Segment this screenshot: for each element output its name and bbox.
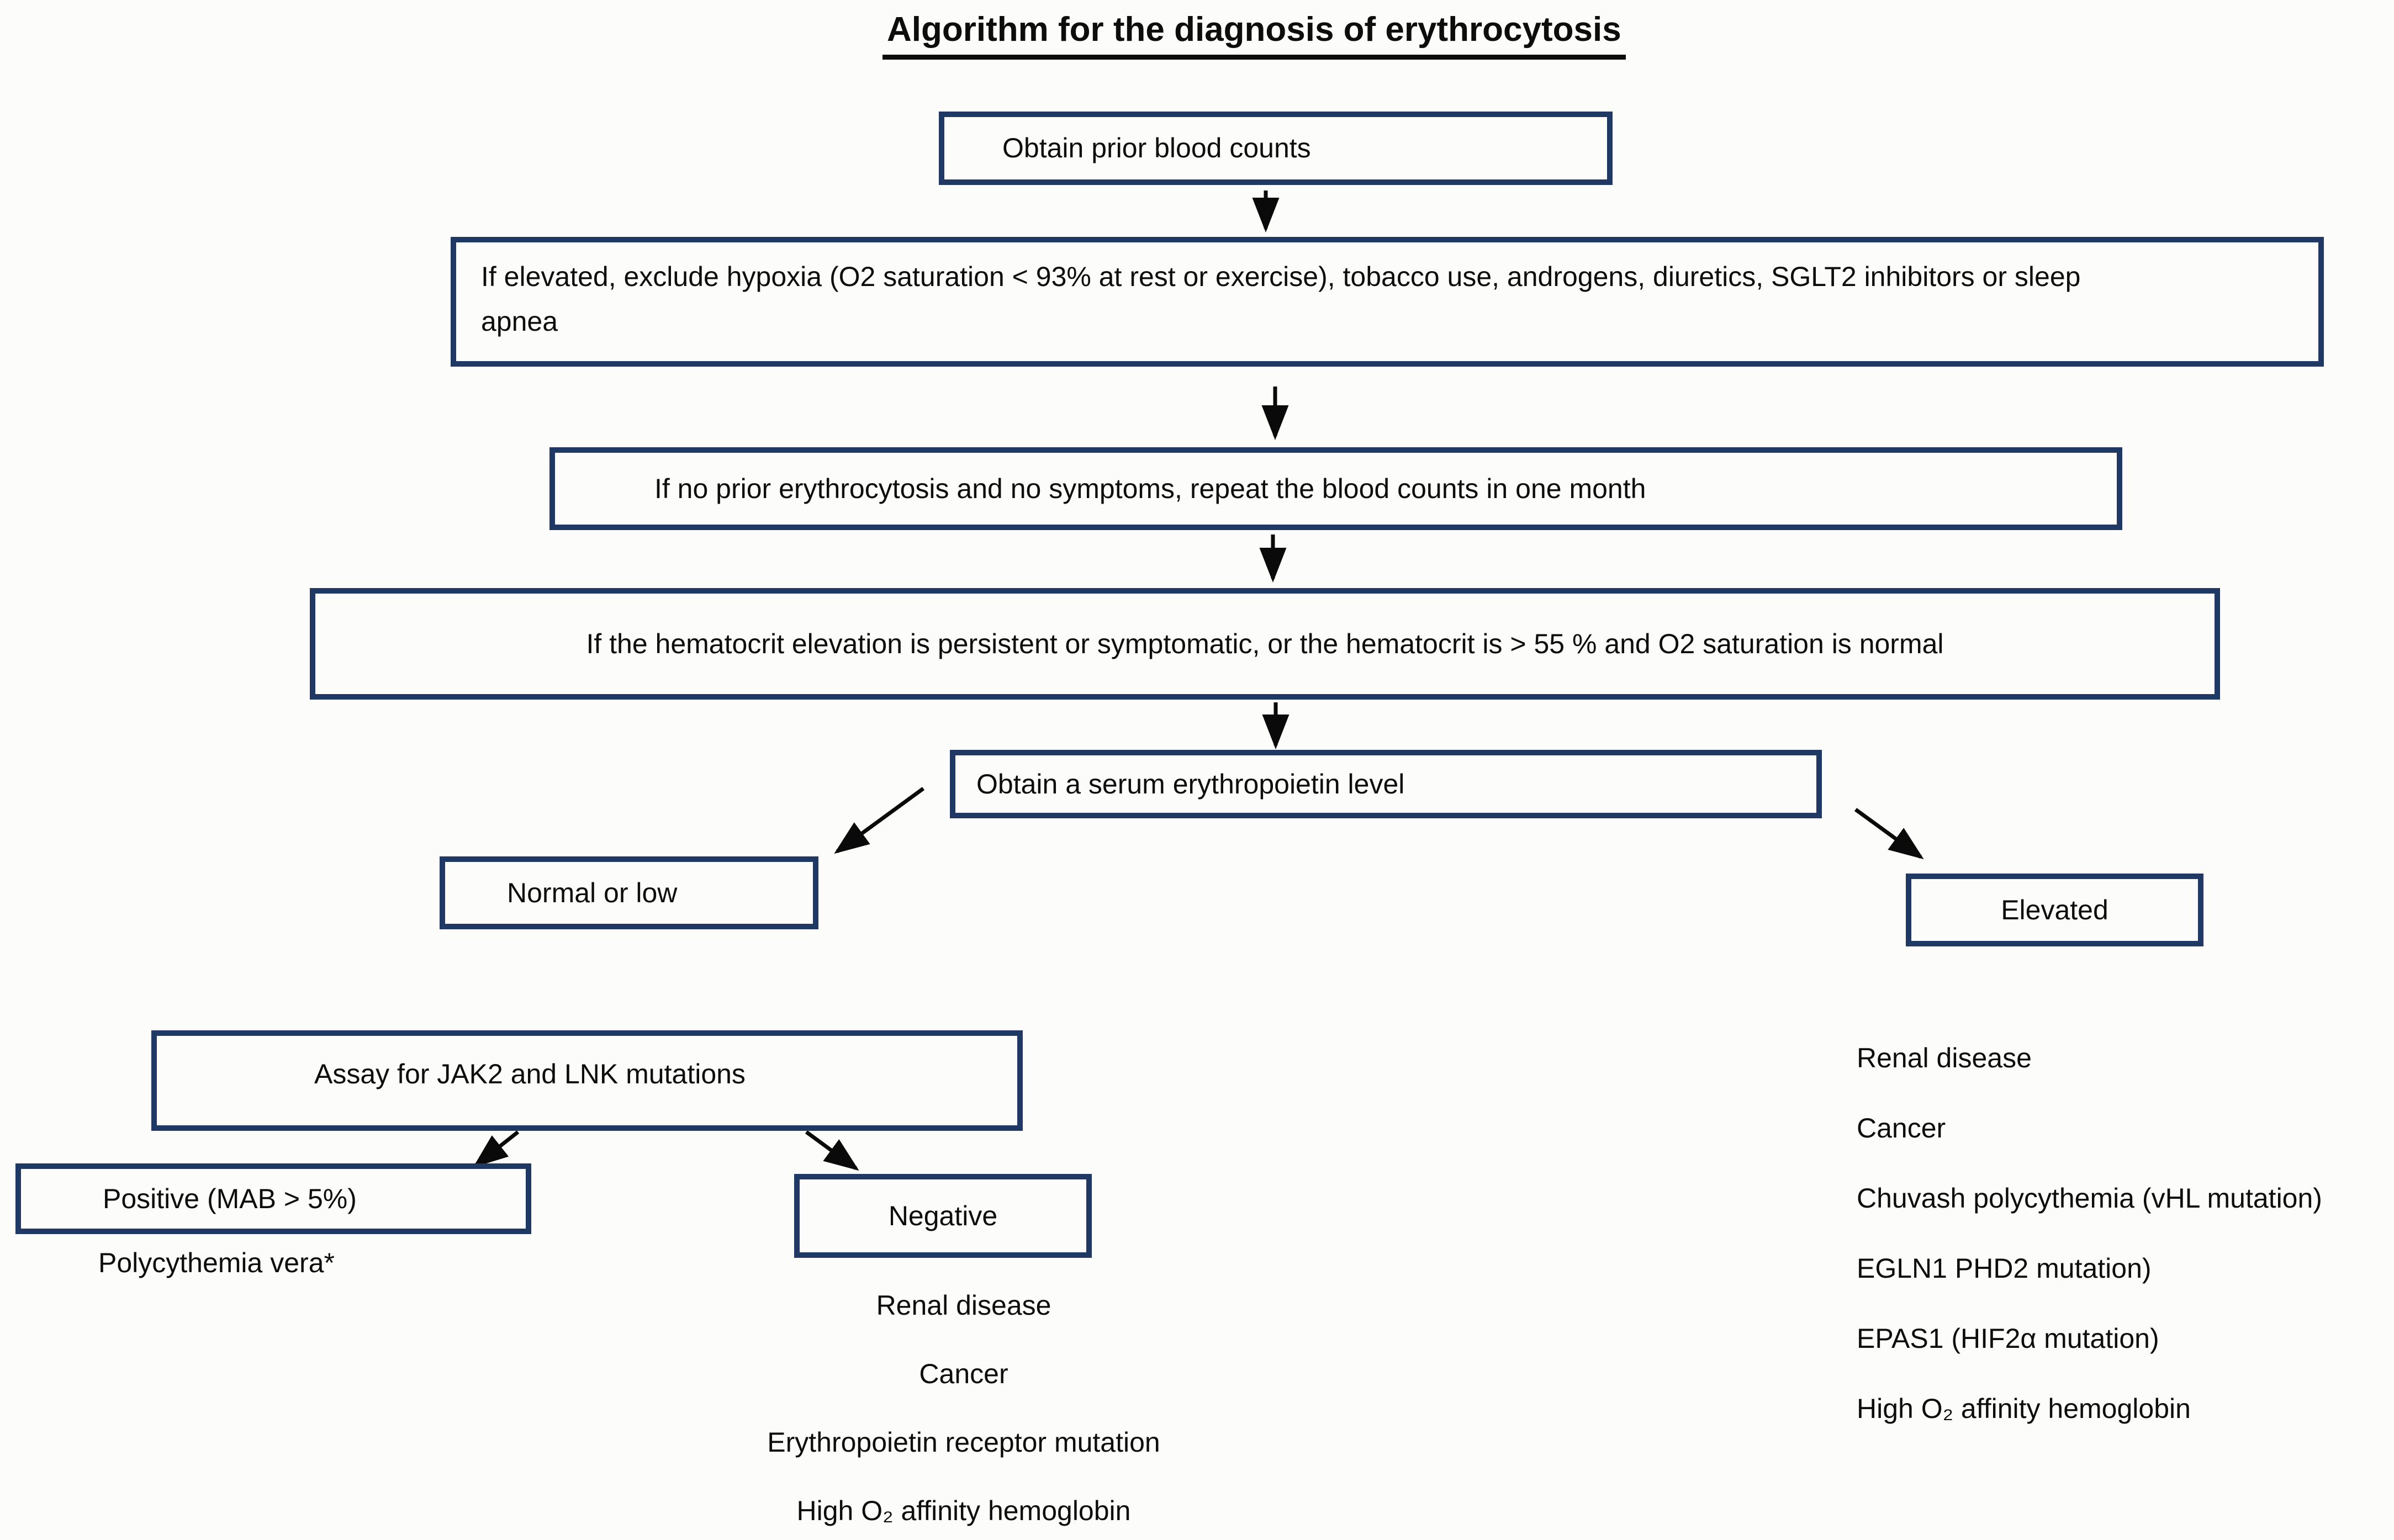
arrow-epo-to-normal-or-low bbox=[834, 787, 925, 854]
flowchart-node-epo-level: Obtain a serum erythropoietin level bbox=[950, 750, 1822, 818]
negative-causes-list: Renal disease Cancer Erythropoietin rece… bbox=[635, 1291, 1292, 1540]
list-item: Cancer bbox=[919, 1358, 1008, 1389]
flowchart-node-normal-or-low: Normal or low bbox=[440, 856, 818, 929]
node-label: Negative bbox=[888, 1200, 998, 1231]
list-item: EPAS1 (HIF2α mutation) bbox=[1857, 1323, 2159, 1354]
flowchart-node-positive: Positive (MAB > 5%) bbox=[15, 1163, 531, 1234]
list-item: High O₂ affinity hemoglobin bbox=[1857, 1393, 2191, 1424]
node-label: If no prior erythrocytosis and no sympto… bbox=[654, 473, 1646, 504]
list-item: Erythropoietin receptor mutation bbox=[767, 1427, 1160, 1458]
node-label: Obtain a serum erythropoietin level bbox=[976, 768, 1405, 800]
list-item: Cancer bbox=[1857, 1113, 1946, 1144]
list-item: Chuvash polycythemia (vHL mutation) bbox=[1857, 1183, 2322, 1214]
positive-diagnosis-label: Polycythemia vera* bbox=[98, 1247, 335, 1278]
arrow-assay-to-negative bbox=[805, 1130, 859, 1171]
flowchart-node-elevated: Elevated bbox=[1906, 874, 2203, 946]
list-item: Renal disease bbox=[876, 1290, 1051, 1321]
flowchart-node-assay-jak2-lnk: Assay for JAK2 and LNK mutations bbox=[151, 1030, 1023, 1131]
node-label: Assay for JAK2 and LNK mutations bbox=[314, 1059, 746, 1089]
flowchart-node-persistent-elevation: If the hematocrit elevation is persisten… bbox=[310, 588, 2220, 700]
node-label: Positive (MAB > 5%) bbox=[103, 1183, 357, 1214]
flowchart-node-negative: Negative bbox=[794, 1174, 1092, 1258]
list-item: High O₂ affinity hemoglobin bbox=[796, 1495, 1131, 1526]
node-label: If the hematocrit elevation is persisten… bbox=[586, 628, 1944, 659]
flowchart-node-repeat-counts: If no prior erythrocytosis and no sympto… bbox=[549, 447, 2122, 530]
node-label-line: If elevated, exclude hypoxia (O2 saturat… bbox=[481, 261, 2081, 292]
list-item: Renal disease bbox=[1857, 1042, 2032, 1073]
list-item: EGLN1 PHD2 mutation) bbox=[1857, 1253, 2152, 1284]
arrow-epo-to-elevated bbox=[1854, 808, 1924, 860]
node-label-line: apnea bbox=[481, 306, 558, 337]
flowchart-node-obtain-counts: Obtain prior blood counts bbox=[939, 112, 1613, 185]
elevated-causes-list: Renal disease Cancer Chuvash polycythemi… bbox=[1857, 1044, 2322, 1464]
page-title: Algorithm for the diagnosis of erythrocy… bbox=[882, 10, 1626, 60]
arrow-assay-to-positive bbox=[473, 1130, 520, 1168]
node-label: Obtain prior blood counts bbox=[1002, 133, 1311, 164]
flowchart-node-exclude-causes: If elevated, exclude hypoxia (O2 saturat… bbox=[451, 237, 2324, 367]
node-label: Elevated bbox=[2001, 894, 2108, 925]
node-label: Normal or low bbox=[507, 877, 678, 908]
